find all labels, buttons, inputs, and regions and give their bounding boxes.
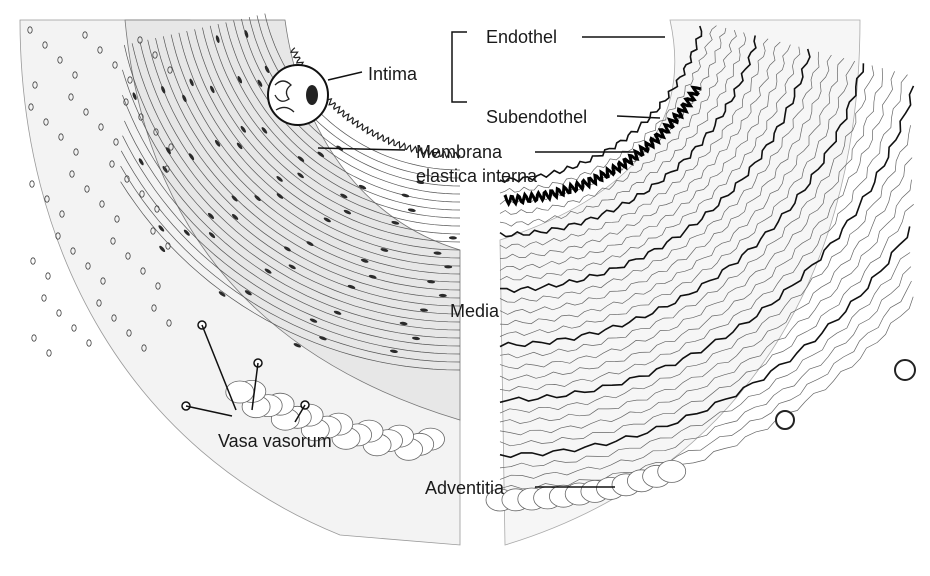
media-label: Media: [450, 301, 500, 321]
endothel-label: Endothel: [486, 27, 557, 47]
adventitia-dot: [57, 310, 61, 316]
fat-cell: [226, 381, 254, 403]
membrana-left-leader: [318, 148, 405, 150]
right-vasa-vasorum-1: [895, 360, 915, 380]
subendothel-leader: [617, 116, 660, 118]
adventitia-dot: [87, 340, 91, 346]
membrana-label-line2: elastica interna: [416, 166, 538, 186]
adventitia-dot: [72, 325, 76, 331]
adventitia-label: Adventitia: [425, 478, 505, 498]
adventitia-dot: [30, 181, 34, 187]
intima-nucleus: [306, 85, 318, 105]
adventitia-dot: [47, 350, 51, 356]
adventitia-dot: [46, 273, 50, 279]
right-vasa-vasorum-2: [776, 411, 794, 429]
intima-label: Intima: [368, 64, 418, 84]
label-bracket: [452, 32, 467, 102]
intima-magnified-cell: [268, 65, 328, 125]
right-fat-cell: [658, 460, 686, 482]
adventitia-dot: [42, 295, 46, 301]
cell-nucleus: [408, 208, 416, 213]
left-section: [20, 14, 460, 545]
adventitia-dot: [31, 258, 35, 264]
membrana-label-line1: Membrana: [416, 142, 503, 162]
right-section: [486, 20, 915, 545]
cell-nucleus: [401, 193, 410, 198]
adventitia-dot: [32, 335, 36, 341]
cell-nucleus: [449, 236, 457, 239]
vasa-vasorum-label: Vasa vasorum: [218, 431, 332, 451]
intima-leader: [328, 72, 362, 80]
subendothel-label: Subendothel: [486, 107, 587, 127]
